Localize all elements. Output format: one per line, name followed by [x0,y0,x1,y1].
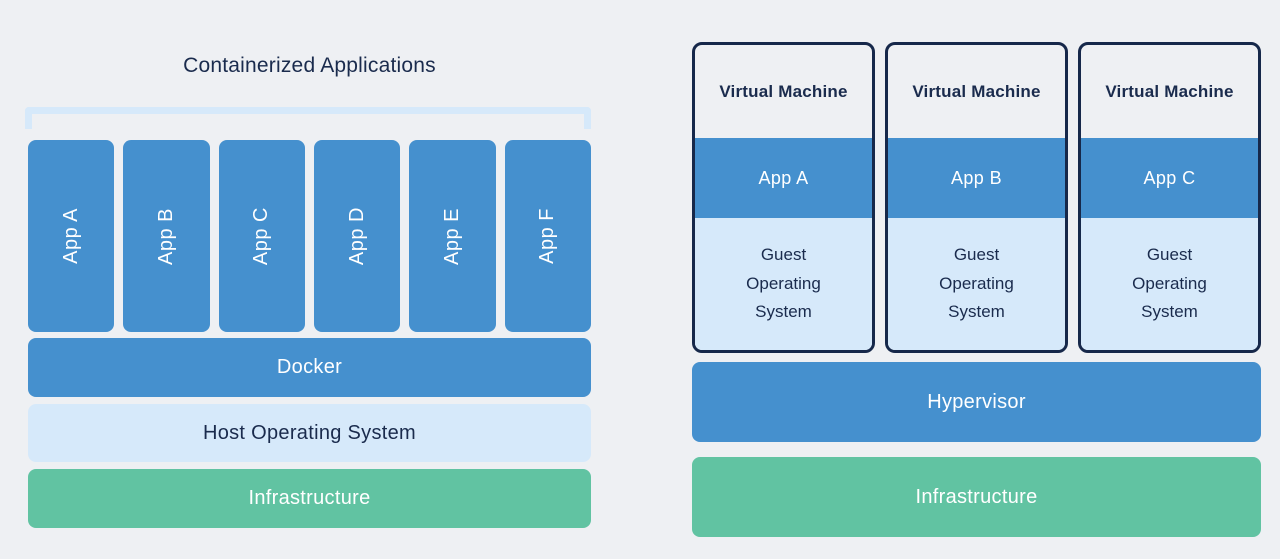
container-app-d: App D [313,140,401,332]
containers-bracket [25,107,591,129]
hypervisor-layer-label: Hypervisor [927,390,1026,413]
container-app-a: App A [28,140,115,332]
vm-box-1: Virtual Machine App A Guest Operating Sy… [692,42,875,353]
vm-2-guest-os-label: Guest Operating System [939,244,1014,322]
vm-2-title: Virtual Machine [912,81,1041,101]
vm-1-app: App A [695,138,872,218]
container-app-c-label: App C [250,206,273,266]
container-app-b: App B [123,140,210,332]
hypervisor-layer: Hypervisor [692,362,1261,442]
vm-row: Virtual Machine App A Guest Operating Sy… [692,42,1261,353]
docker-layer-label: Docker [276,356,343,378]
vm-box-2: Virtual Machine App B Guest Operating Sy… [885,42,1068,353]
container-app-c: App C [218,140,305,332]
vm-3-guest-os: Guest Operating System [1081,218,1258,350]
containers-apps-row: App A App B App C App D App E App F [28,140,591,332]
container-app-b-label: App B [154,207,177,265]
infrastructure-left-label: Infrastructure [248,487,371,509]
host-os-layer-label: Host Operating System [202,421,417,444]
vm-2-app: App B [888,138,1065,218]
vm-1-guest-os-label: Guest Operating System [746,244,821,322]
docker-layer: Docker [28,338,591,397]
vm-3-app: App C [1081,138,1258,218]
vm-1-title: Virtual Machine [719,81,848,101]
container-app-e-label: App E [440,207,463,265]
container-app-d-label: App D [345,206,368,266]
vm-3-title: Virtual Machine [1105,81,1234,101]
container-app-f-label: App F [536,208,559,264]
infrastructure-right-label: Infrastructure [915,485,1038,508]
infrastructure-layer-left: Infrastructure [28,469,591,528]
vm-2-guest-os: Guest Operating System [888,218,1065,350]
containers-title: Containerized Applications [183,54,436,77]
container-app-a-label: App A [59,208,82,264]
vm-box-3: Virtual Machine App C Guest Operating Sy… [1078,42,1261,353]
container-app-f: App F [504,140,591,332]
vm-1-guest-os: Guest Operating System [695,218,872,350]
containers-panel: Containerized Applications App A App B A… [25,0,591,559]
vm-3-guest-os-label: Guest Operating System [1132,244,1207,322]
infrastructure-layer-right: Infrastructure [692,457,1261,537]
host-os-layer: Host Operating System [28,404,591,462]
container-app-e: App E [409,140,496,332]
virtual-machines-panel: Virtual Machine App A Guest Operating Sy… [692,0,1261,559]
